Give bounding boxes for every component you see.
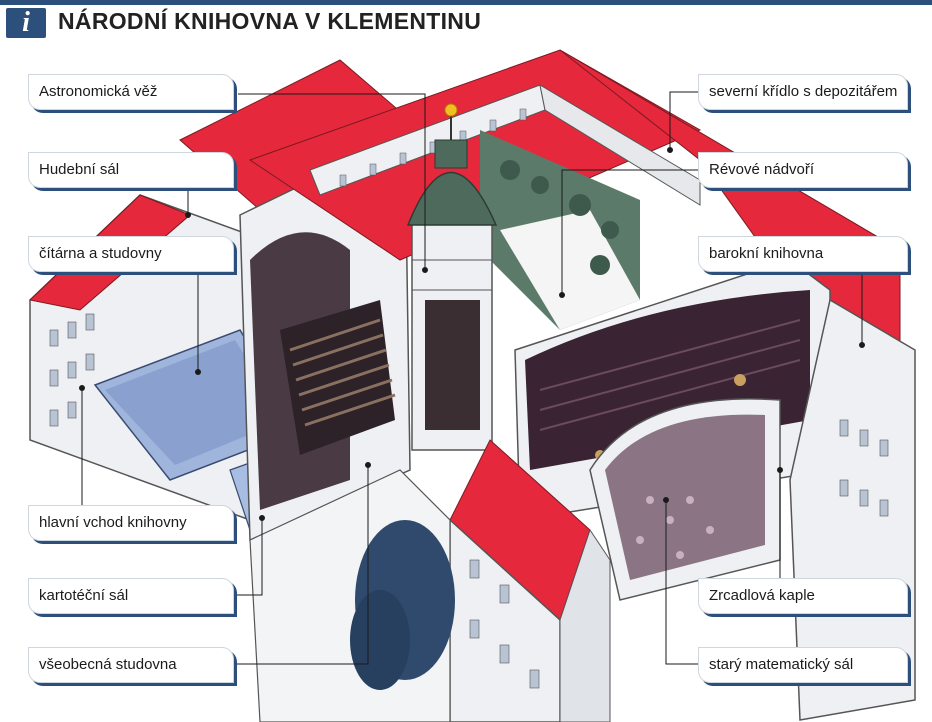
- label-reading-room: čítárna a studovny: [28, 236, 234, 272]
- label-music-hall: Hudební sál: [28, 152, 234, 188]
- front-gable: [449, 439, 611, 722]
- info-logo-icon: i: [6, 8, 46, 38]
- label-vine-courtyard: Révové nádvoří: [698, 152, 908, 188]
- vine-courtyard: [480, 130, 640, 330]
- astronomical-tower: [406, 103, 498, 451]
- north-wing-windows: [339, 108, 527, 187]
- east-wing: [789, 298, 916, 721]
- trees: [350, 520, 455, 690]
- label-baroque-library: barokní knihovna: [698, 236, 908, 272]
- label-main-entrance: hlavní vchod knihovny: [28, 505, 234, 541]
- top-accent-bar: [0, 0, 932, 5]
- label-mirror-chapel: Zrcadlová kaple: [698, 578, 908, 614]
- label-general-study-room: všeobecná studovna: [28, 647, 234, 683]
- label-card-catalogue-hall: kartotéční sál: [28, 578, 234, 614]
- mirror-chapel: [589, 398, 781, 601]
- page-title: NÁRODNÍ KNIHOVNA V KLEMENTINU: [58, 8, 482, 34]
- leader-lines: [79, 91, 865, 665]
- label-mathematical-hall: starý matematický sál: [698, 647, 908, 683]
- left-wing-windows: [49, 313, 95, 427]
- label-astronomical-tower: Astronomická věž: [28, 74, 234, 110]
- label-north-wing: severní křídlo s depozitářem: [698, 74, 908, 110]
